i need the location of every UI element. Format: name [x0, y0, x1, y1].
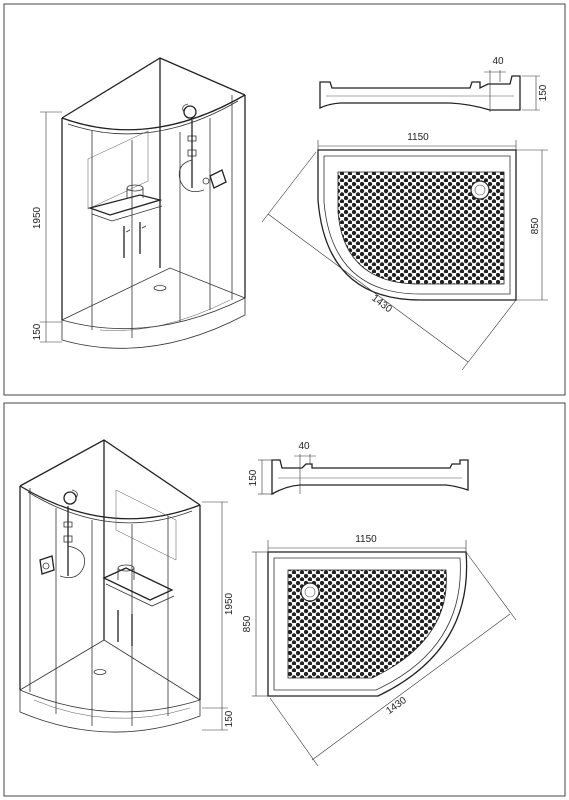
- tray-plan-view: 1150 850 1430: [261, 132, 548, 371]
- tray-height-label: 150: [32, 323, 43, 340]
- panel-frame: [3, 3, 566, 396]
- tray-profile-view: 40 150: [319, 56, 549, 112]
- panel-top: 1950 150 40 150 1150: [3, 3, 566, 396]
- tray-diagonal-label: 1430: [384, 695, 409, 717]
- tray-length-label: 1150: [407, 132, 429, 143]
- tray-depth-label: 850: [530, 217, 541, 234]
- height-dimension: 1950 150: [32, 111, 62, 343]
- cabin-height-label: 1950: [32, 206, 43, 229]
- tray-plan-view: 1150 850 1430: [242, 534, 517, 767]
- profile-height-label: 150: [538, 84, 549, 101]
- panel-frame: [3, 402, 566, 797]
- tray-length-label: 1150: [355, 534, 377, 545]
- cabin-height-label: 1950: [224, 592, 235, 615]
- shower-cabin-drawing: [61, 57, 246, 349]
- panel-bottom: 1950 150 40 150 1150: [3, 402, 566, 797]
- profile-height-label: 150: [248, 469, 259, 486]
- tray-height-label: 150: [224, 710, 235, 727]
- rim-width-label: 40: [298, 441, 310, 452]
- tray-diagonal-label: 1430: [369, 293, 394, 315]
- shower-cabin-drawing: [19, 439, 201, 733]
- tray-profile-view: 40 150: [248, 441, 469, 496]
- tray-depth-label: 850: [242, 615, 253, 632]
- height-dimension: 1950 150: [202, 501, 235, 731]
- rim-width-label: 40: [492, 56, 504, 67]
